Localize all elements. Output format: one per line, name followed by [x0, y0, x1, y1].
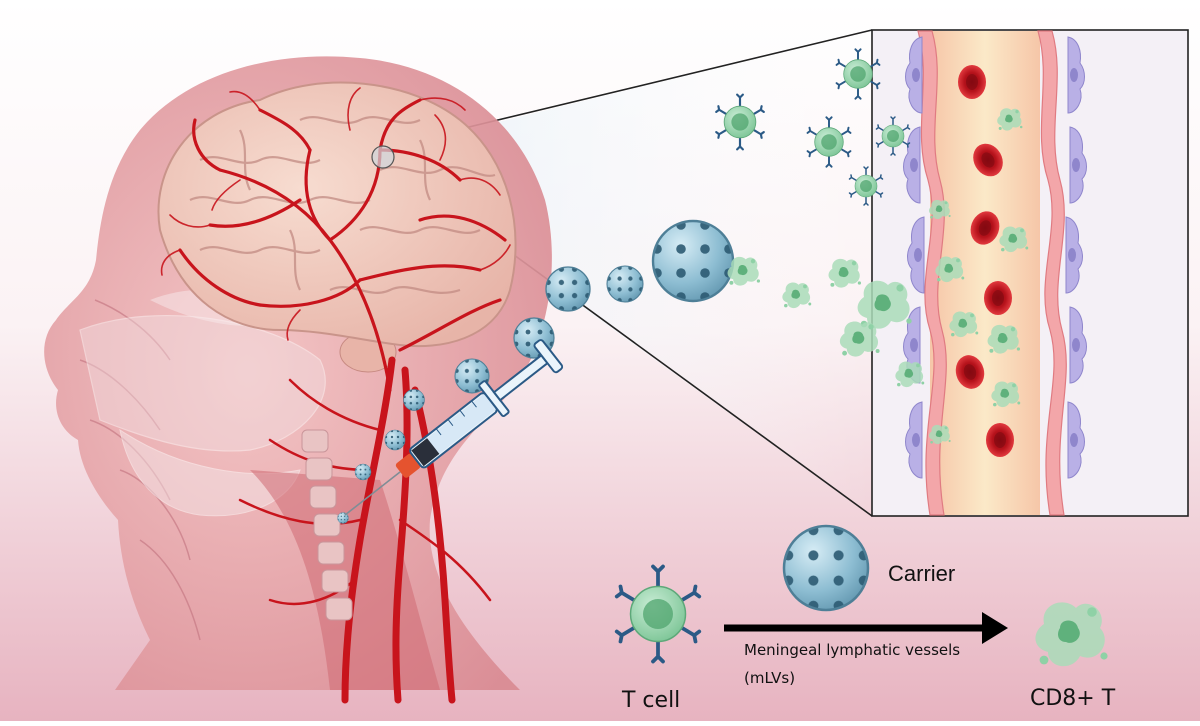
pathway-label-line2: (mLVs)	[744, 669, 796, 687]
cerebral-arteries	[178, 98, 507, 392]
carrier-legend-icon	[782, 524, 870, 612]
brain-gyri	[189, 116, 496, 294]
cervical-spine	[301, 429, 353, 621]
carrier-particle	[354, 463, 372, 481]
syringe-icon	[344, 339, 564, 516]
vessel-wall-left	[917, 30, 947, 516]
pathway-label-line1: Meningeal lymphatic vessels	[744, 641, 961, 659]
carrier-particle	[606, 265, 644, 303]
carrier-particle-large	[651, 219, 735, 303]
legend	[614, 524, 1108, 667]
carrier-particle	[403, 389, 425, 411]
t-cell-label: T cell	[622, 688, 681, 713]
mandible	[119, 428, 301, 517]
zoom-panel	[871, 29, 1189, 517]
zoom-origin-marker	[371, 145, 395, 169]
vessel-wall-right	[1037, 30, 1067, 516]
cd8-t-cell-label: CD8+ T	[1030, 686, 1116, 711]
brain	[157, 81, 517, 348]
carrier-particle	[384, 429, 406, 451]
arrow-head-icon	[982, 612, 1008, 644]
carrier-particle	[545, 266, 591, 312]
carrier-label: Carrier	[888, 561, 956, 586]
